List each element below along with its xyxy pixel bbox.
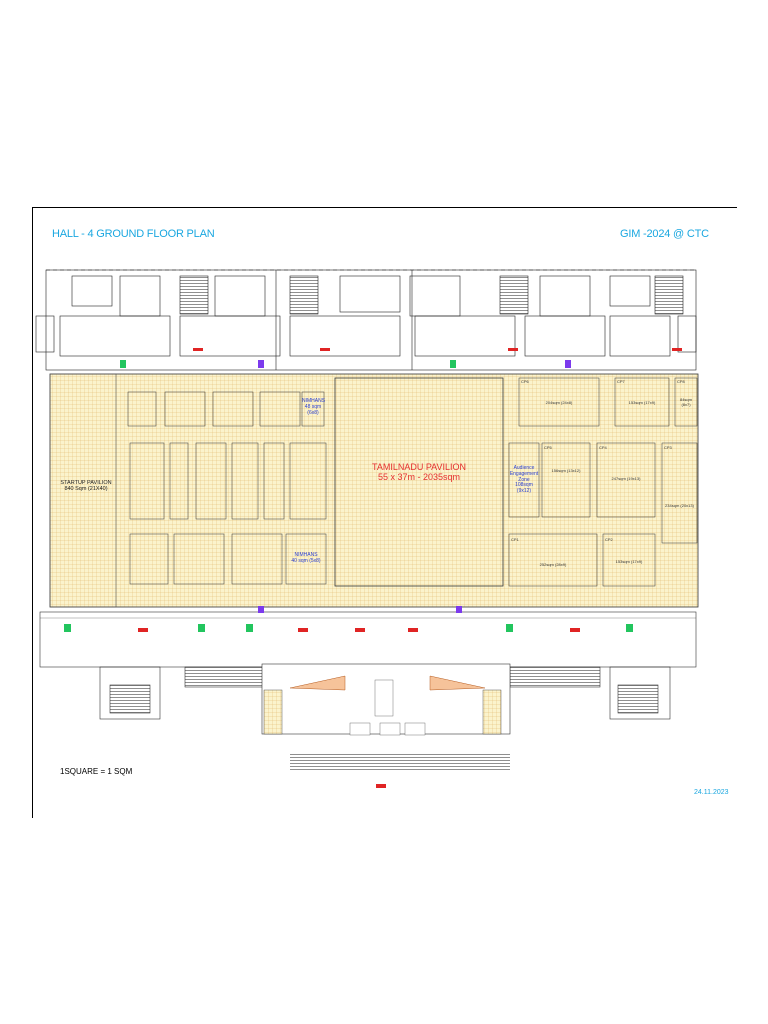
plan-date: 24.11.2023 [694, 789, 729, 796]
cp4-booth [596, 442, 656, 518]
cp8-booth [674, 377, 698, 427]
nimhans-top-label: NIMHANS 48 sqm (6x8) [302, 398, 326, 416]
cp7-booth [614, 377, 670, 427]
cp6-size: 204sqm (24x8) [545, 400, 573, 405]
cp1-id: CP1 [511, 537, 519, 542]
audience-zone [508, 442, 540, 518]
cp1-booth [508, 533, 598, 587]
cp7-size: 153sqm (17x9) [628, 400, 656, 405]
top-exit-markers [120, 348, 682, 368]
startup-booths [127, 391, 327, 585]
cp6-booth [518, 377, 600, 427]
tamilnadu-pavilion-label: TAMILNADU PAVILION 55 x 37m - 2035sqm [371, 462, 467, 483]
audience-zone-label: Audience Engagement Zone 108sqm (9x12) [509, 465, 539, 494]
cp5-id: CP5 [544, 445, 552, 450]
hall-grid [49, 373, 699, 608]
cp-booths [508, 377, 698, 587]
plan-title: HALL - 4 GROUND FLOOR PLAN [52, 228, 215, 240]
drawing-frame [32, 207, 737, 818]
cp2-id: CP2 [605, 537, 613, 542]
cp5-booth [541, 442, 591, 518]
cp4-id: CP4 [599, 445, 607, 450]
service-block [35, 269, 697, 371]
cp2-size: 153sqm (17x9) [615, 559, 643, 564]
cp6-id: CP6 [521, 379, 529, 384]
cp8-size: 84sqm (8x7) [679, 397, 692, 407]
cp3-booth [661, 442, 698, 544]
lobby [261, 663, 511, 770]
cp1-size: 252sqm (28x9) [539, 562, 567, 567]
event-title: GIM -2024 @ CTC [620, 228, 709, 240]
cp7-id: CP7 [617, 379, 625, 384]
startup-pavilion-label: STARTUP PAVILION 840 Sqm (21X40) [60, 480, 112, 493]
cp5-size: 156sqm (13x12) [551, 468, 581, 473]
cp3-id: CP3 [664, 445, 672, 450]
nimhans-bottom-label: NIMHANS 40 sqm (5x8) [291, 552, 321, 564]
scale-note: 1SQUARE = 1 SQM [60, 767, 133, 776]
cp4-size: 247sqm (19x13) [611, 476, 641, 481]
tamilnadu-zone [334, 377, 504, 587]
bottom-exit-markers [64, 606, 633, 788]
corridor [39, 611, 697, 720]
cp2-booth [602, 533, 656, 587]
cp8-id: CP8 [677, 379, 685, 384]
cp3-size: 234sqm (20x13) [665, 503, 694, 508]
startup-zone [49, 373, 117, 608]
